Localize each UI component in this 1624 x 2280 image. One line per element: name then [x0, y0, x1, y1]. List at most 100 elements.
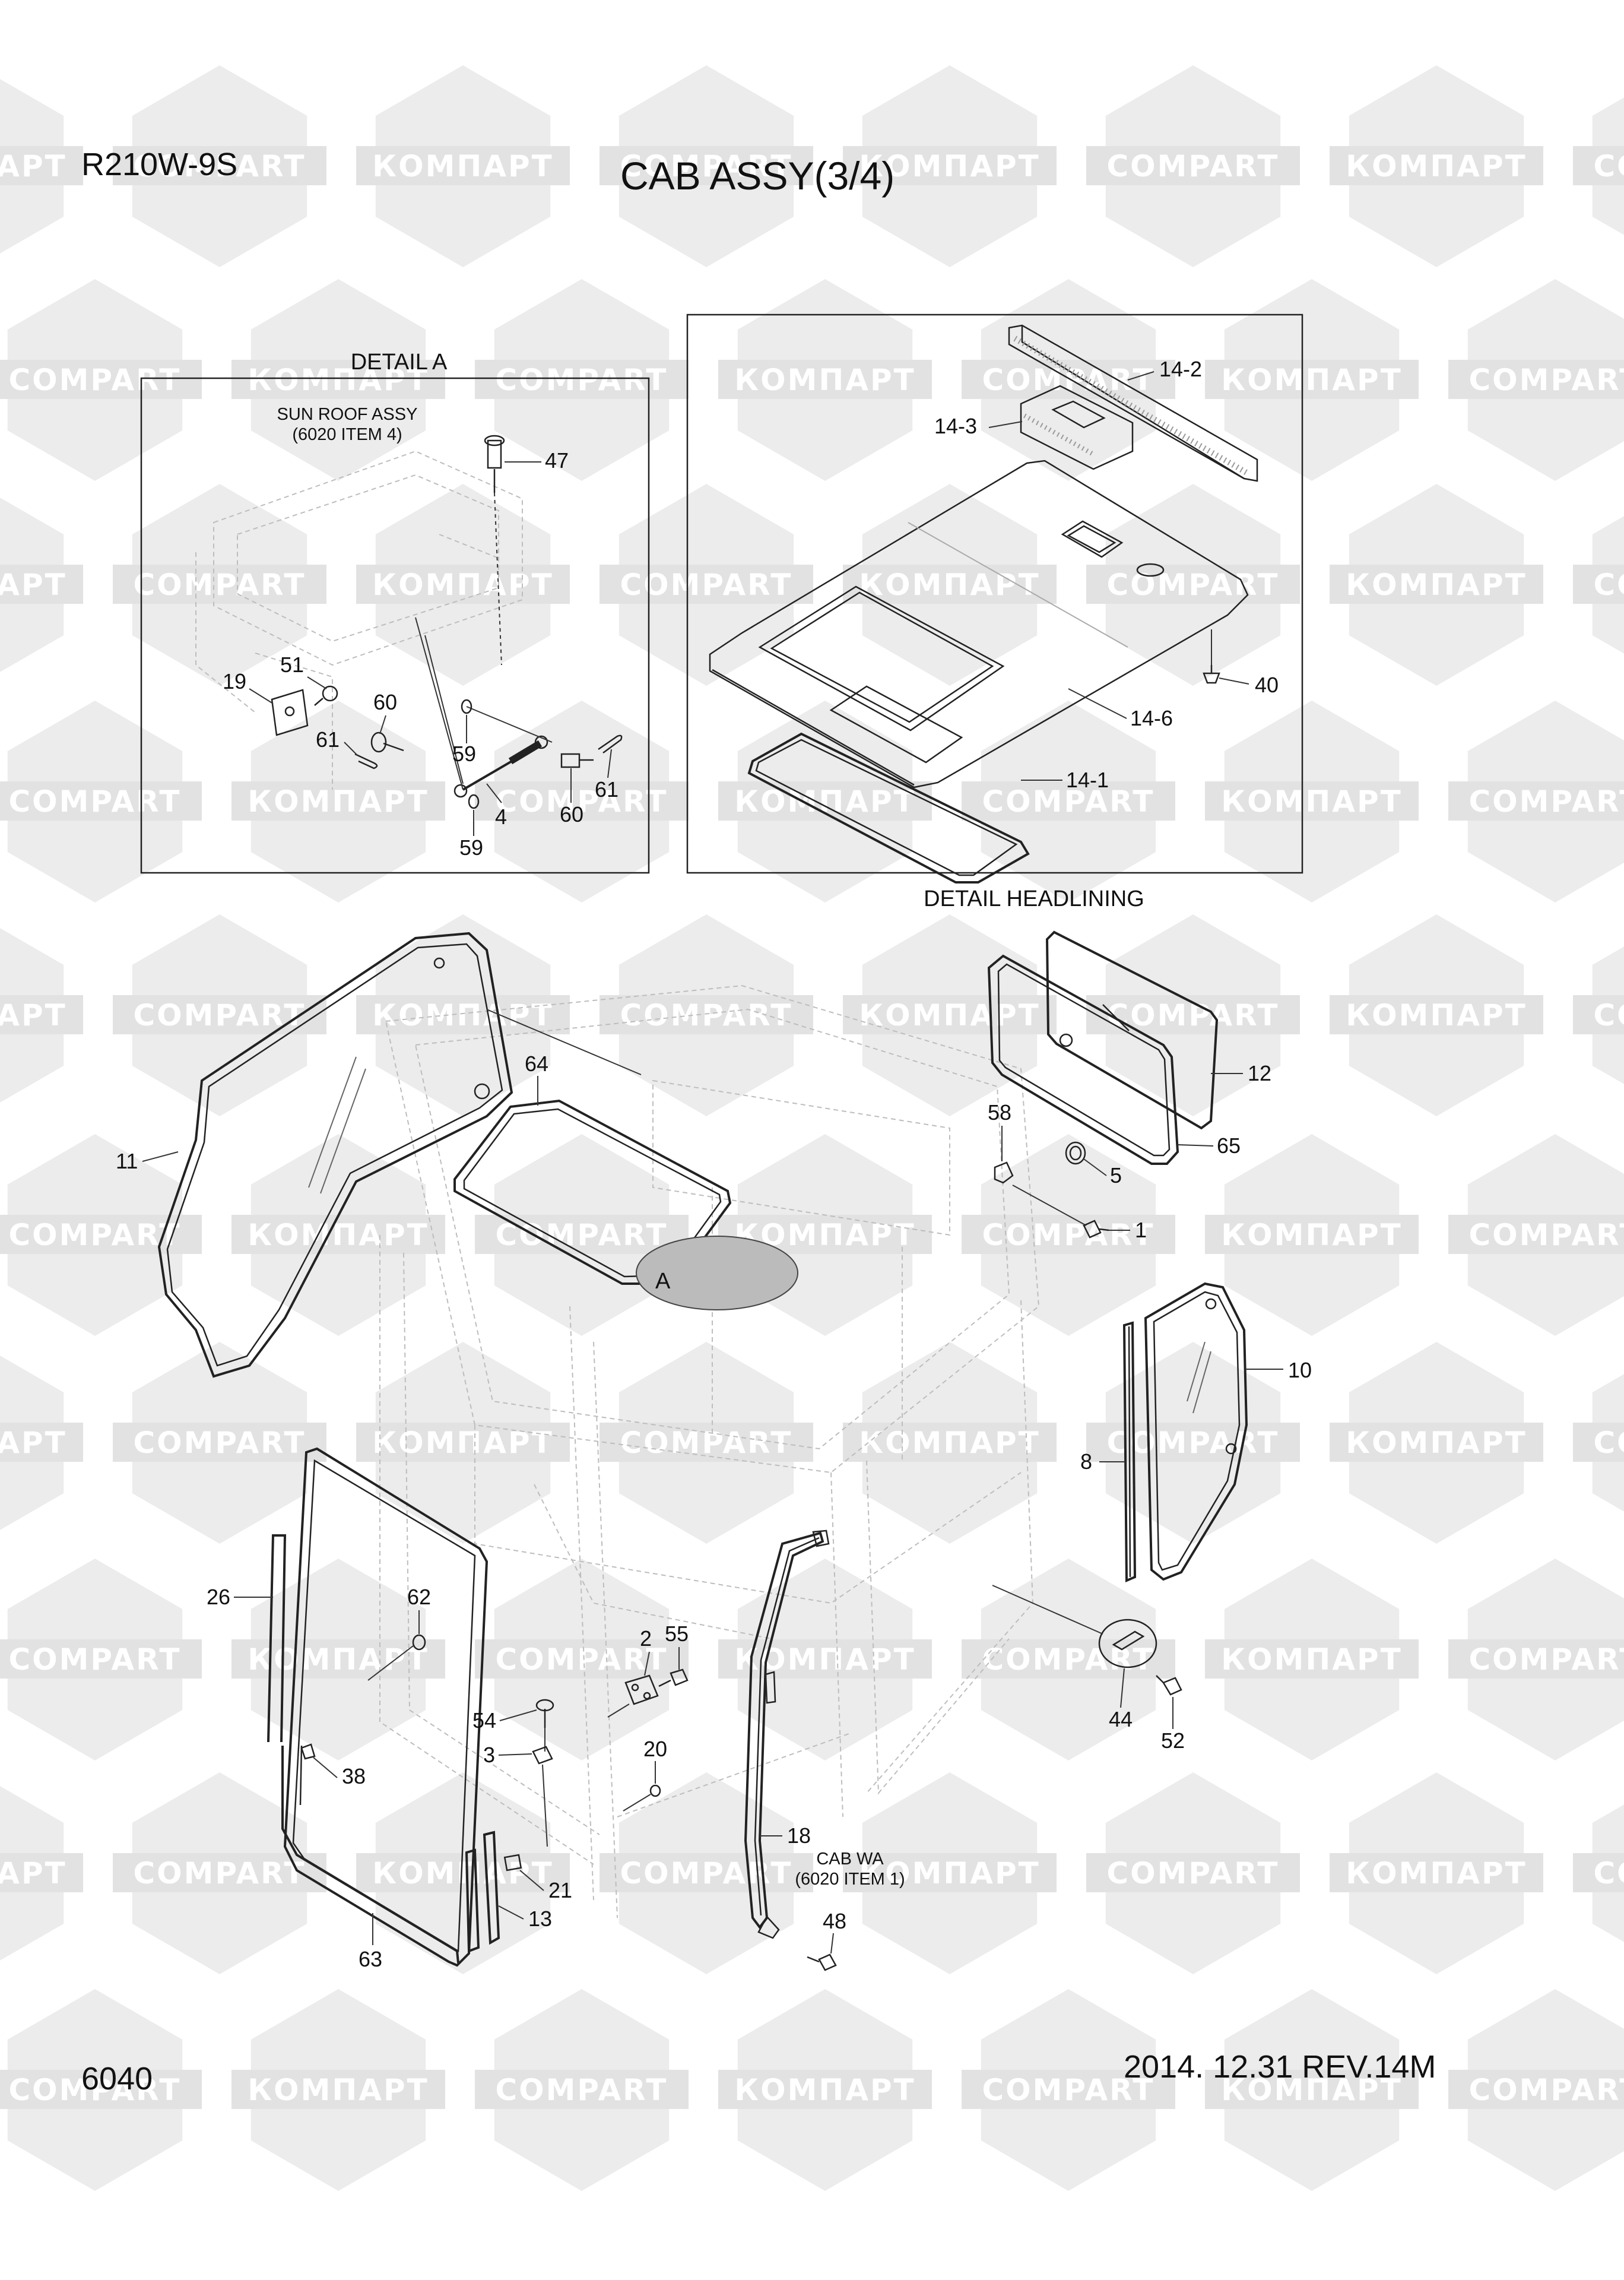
- part-18-handrail: [744, 1530, 830, 1939]
- watermark-banner: [962, 781, 1175, 821]
- watermark-text: COMPART: [1593, 998, 1624, 1033]
- detail-a-title: DETAIL A: [351, 350, 448, 375]
- revision-date: 2014. 12.31 REV.14M: [1124, 2049, 1436, 2085]
- watermark-banner: [0, 360, 202, 399]
- watermark-banner: [1573, 1423, 1624, 1462]
- label-47: 47: [545, 448, 569, 473]
- watermark-text: COMPART: [133, 1856, 306, 1890]
- label-59-bottom: 59: [459, 835, 483, 860]
- watermark-banner: [962, 1639, 1175, 1679]
- watermark-banner: [1205, 360, 1419, 399]
- part-19-bracket: [271, 689, 309, 736]
- watermark-text: КОМПАРТ: [859, 1426, 1040, 1460]
- watermark-text: COMPART: [1106, 1856, 1279, 1890]
- watermark-text: COMPART: [1106, 1426, 1279, 1460]
- watermark-banner: [113, 565, 326, 604]
- watermark-text: COMPART: [495, 1642, 668, 1677]
- watermark-banner: [718, 2070, 932, 2109]
- part-59-washer-bottom: [468, 794, 480, 809]
- watermark-banner: [962, 2070, 1175, 2109]
- watermark-text: COMPART: [1468, 784, 1624, 819]
- watermark-banner: [0, 1639, 202, 1679]
- watermark-banner: [1330, 1853, 1543, 1892]
- part-21-block: [503, 1854, 522, 1872]
- watermark-text: КОМПАРТ: [1346, 1426, 1527, 1460]
- part-59-washer-top: [461, 699, 472, 714]
- label-5: 5: [1110, 1163, 1122, 1188]
- detail-a-callout-ellipse: [636, 1236, 798, 1310]
- watermark-text: КОМПАРТ: [1346, 1856, 1527, 1890]
- part-8-strip: [1122, 1321, 1137, 1583]
- watermark-banner: [1573, 1853, 1624, 1892]
- label-14-6: 14-6: [1130, 706, 1173, 730]
- label-62: 62: [407, 1585, 431, 1609]
- watermark-text: COMPART: [620, 1856, 792, 1890]
- watermark-banner: [843, 1853, 1057, 1892]
- watermark-text: КОМПАРТ: [248, 2073, 429, 2107]
- watermark-text: COMPART: [1593, 1856, 1624, 1890]
- watermark-banner: [843, 146, 1057, 185]
- part-44-cover: [992, 1585, 1157, 1668]
- watermark-banner: [0, 781, 202, 821]
- watermark-banner: [1205, 781, 1419, 821]
- watermark-banner: [356, 995, 570, 1034]
- label-4: 4: [495, 805, 507, 829]
- label-61-right: 61: [595, 777, 618, 802]
- part-65-seal: [987, 954, 1179, 1165]
- sunroof-ghost-outline: [195, 450, 523, 790]
- watermark-text: COMPART: [495, 2073, 668, 2107]
- watermark-text: COMPART: [1593, 149, 1624, 183]
- watermark-text: COMPART: [495, 784, 668, 819]
- main-exploded-view: 11 64 A 12 65 58: [116, 930, 1312, 1971]
- label-8: 8: [1080, 1449, 1092, 1474]
- watermark-banner: [1086, 565, 1300, 604]
- model-code: R210W-9S: [81, 147, 238, 182]
- watermark-text: КОМПАРТ: [248, 784, 429, 819]
- watermark-text: COMPART: [982, 1218, 1154, 1252]
- label-48: 48: [823, 1909, 846, 1933]
- watermark-text: COMPART: [1593, 1426, 1624, 1460]
- watermark-banner: [356, 146, 570, 185]
- watermark-text: COMPART: [620, 149, 792, 183]
- watermark-banner: [962, 1215, 1175, 1254]
- watermark-banner: [1448, 781, 1624, 821]
- part-60-pin-left: [370, 732, 404, 753]
- watermark-banner: [600, 995, 813, 1034]
- watermark-text: COMPART: [620, 568, 792, 602]
- watermark-banner: [0, 565, 83, 604]
- detail-a-frame: [140, 377, 650, 874]
- watermark-text: КОМПАРТ: [1346, 568, 1527, 602]
- watermark-banner: [0, 2070, 202, 2109]
- marker-a: A: [655, 1269, 671, 1294]
- label-14-2: 14-2: [1159, 357, 1202, 381]
- watermark-text: COMPART: [620, 1426, 792, 1460]
- watermark-banner: [475, 1639, 689, 1679]
- watermark-text: COMPART: [1468, 1218, 1624, 1252]
- watermark-text: COMPART: [1468, 2073, 1624, 2107]
- part-1-bolt: [1083, 1220, 1109, 1239]
- watermark-text: COMPART: [133, 149, 306, 183]
- watermark-banner: [718, 360, 932, 399]
- watermark-text: КОМПАРТ: [0, 1426, 67, 1460]
- part-5-ring: [1065, 1141, 1086, 1165]
- part-61-clip-right: [598, 734, 623, 754]
- watermark-banner: [475, 360, 689, 399]
- part-14-6-headlining: [709, 460, 1249, 788]
- label-12: 12: [1248, 1061, 1271, 1085]
- watermark-banner: [356, 1853, 570, 1892]
- label-60-left: 60: [373, 690, 397, 714]
- watermark-text: COMPART: [495, 1218, 668, 1252]
- label-19: 19: [223, 669, 246, 694]
- label-13: 13: [528, 1907, 552, 1931]
- watermark-text: КОМПАРТ: [372, 568, 553, 602]
- watermark-text: COMPART: [8, 784, 181, 819]
- label-65: 65: [1217, 1133, 1241, 1158]
- watermark-text: КОМПАРТ: [0, 1856, 67, 1890]
- watermark-text: КОМПАРТ: [372, 998, 553, 1033]
- watermark-text: COMPART: [1468, 1642, 1624, 1677]
- part-48-bolt: [807, 1953, 837, 1971]
- watermark-text: COMPART: [982, 363, 1154, 397]
- label-64: 64: [525, 1052, 548, 1076]
- watermark-text: КОМПАРТ: [1221, 1218, 1402, 1252]
- watermark-banner: [1573, 565, 1624, 604]
